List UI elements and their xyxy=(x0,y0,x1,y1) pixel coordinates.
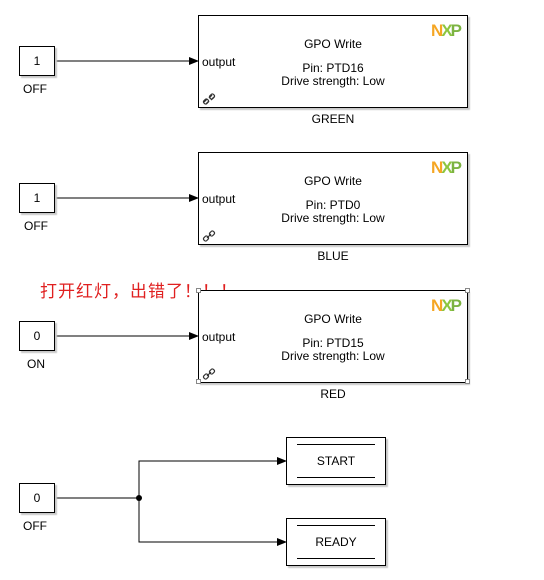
selection-handle[interactable] xyxy=(196,379,201,384)
store-bottom-line xyxy=(297,477,375,478)
block-name-green: GREEN xyxy=(311,112,355,126)
constant-block-green[interactable]: 1 xyxy=(19,46,55,76)
annotation-text: 打开红灯，出错了！！！ xyxy=(40,282,238,302)
constant-label: OFF xyxy=(23,82,47,96)
constant-value: 0 xyxy=(33,491,41,505)
link-icon xyxy=(202,368,216,380)
constant-value: 1 xyxy=(33,54,41,68)
constant-value: 0 xyxy=(33,329,41,343)
constant-block-red[interactable]: 0 xyxy=(19,321,55,351)
input-port-label: output xyxy=(202,192,236,206)
store-label: READY xyxy=(315,535,357,549)
drive-strength-text: Drive strength: Low xyxy=(281,211,385,225)
link-icon xyxy=(202,230,216,242)
pin-text: Pin: PTD0 xyxy=(305,198,361,212)
constant-label: OFF xyxy=(23,519,47,533)
nxp-logo-icon: NXP xyxy=(431,296,462,315)
input-port-label: output xyxy=(202,330,236,344)
wire-ready xyxy=(138,498,287,546)
constant-block-blue[interactable]: 1 xyxy=(19,183,55,213)
block-name-blue: BLUE xyxy=(317,249,349,263)
drive-strength-text: Drive strength: Low xyxy=(281,349,385,363)
gpo-write-block-green[interactable]: NXP GPO Write output Pin: PTD16 Drive st… xyxy=(198,15,468,108)
input-port-label: output xyxy=(202,55,236,69)
data-store-write-ready[interactable]: READY xyxy=(286,518,386,566)
gpo-write-block-red[interactable]: NXP GPO Write output Pin: PTD15 Drive st… xyxy=(198,290,468,383)
store-bottom-line xyxy=(297,558,375,559)
store-top-line xyxy=(297,444,375,445)
selection-handle[interactable] xyxy=(465,288,470,293)
nxp-logo-icon: NXP xyxy=(431,158,462,177)
data-store-write-start[interactable]: START xyxy=(286,437,386,485)
nxp-logo-icon: NXP xyxy=(431,21,462,40)
block-title: GPO Write xyxy=(304,37,362,51)
block-title: GPO Write xyxy=(304,174,362,188)
link-icon xyxy=(202,93,216,105)
pin-text: Pin: PTD16 xyxy=(302,61,364,75)
constant-block-status[interactable]: 0 xyxy=(19,483,55,513)
gpo-write-block-blue[interactable]: NXP GPO Write output Pin: PTD0 Drive str… xyxy=(198,152,468,245)
selection-handle[interactable] xyxy=(196,288,201,293)
block-name-red: RED xyxy=(320,387,346,401)
store-label: START xyxy=(316,454,356,468)
branch-point xyxy=(136,495,142,501)
store-top-line xyxy=(297,525,375,526)
constant-value: 1 xyxy=(33,191,41,205)
drive-strength-text: Drive strength: Low xyxy=(281,74,385,88)
pin-text: Pin: PTD15 xyxy=(302,336,364,350)
selection-handle[interactable] xyxy=(465,379,470,384)
block-title: GPO Write xyxy=(304,312,362,326)
wire-start xyxy=(138,457,287,498)
constant-label: ON xyxy=(27,357,45,371)
constant-label: OFF xyxy=(24,219,48,233)
